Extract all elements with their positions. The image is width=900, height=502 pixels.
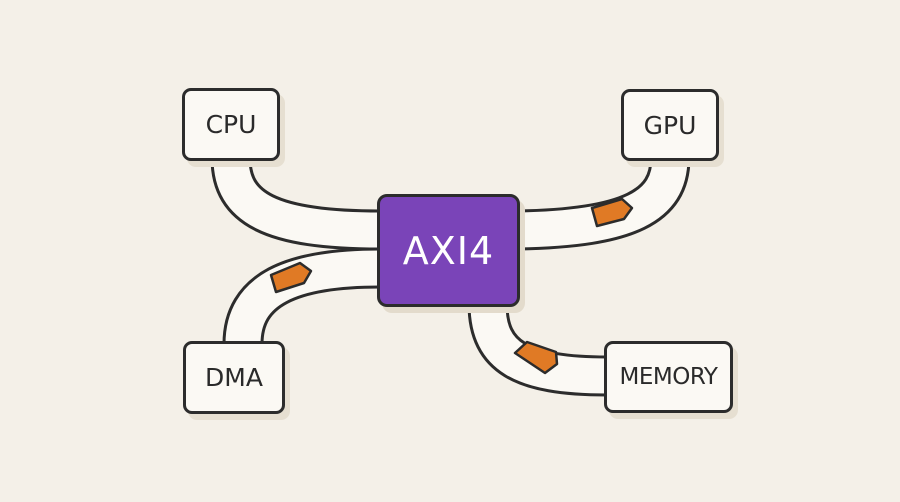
axi4-hub-label: AXI4 (402, 228, 495, 273)
dma-node: DMA (183, 341, 285, 414)
gpu-label: GPU (643, 110, 697, 140)
packet-dma-edge (269, 261, 313, 294)
edge-axi-memory (467, 303, 608, 397)
dma-label: DMA (205, 363, 263, 392)
cpu-node: CPU (182, 88, 280, 161)
memory-label: MEMORY (619, 364, 718, 390)
edge-cpu-axi (210, 157, 381, 251)
packet-gpu-edge (590, 197, 634, 228)
edge-dma-axi (222, 247, 381, 346)
edge-gpu-axi (517, 156, 691, 251)
cpu-label: CPU (205, 110, 257, 139)
packet-memory-edge (513, 340, 559, 375)
axi4-hub-node: AXI4 (377, 194, 520, 307)
gpu-node: GPU (621, 89, 719, 161)
memory-node: MEMORY (604, 341, 733, 413)
